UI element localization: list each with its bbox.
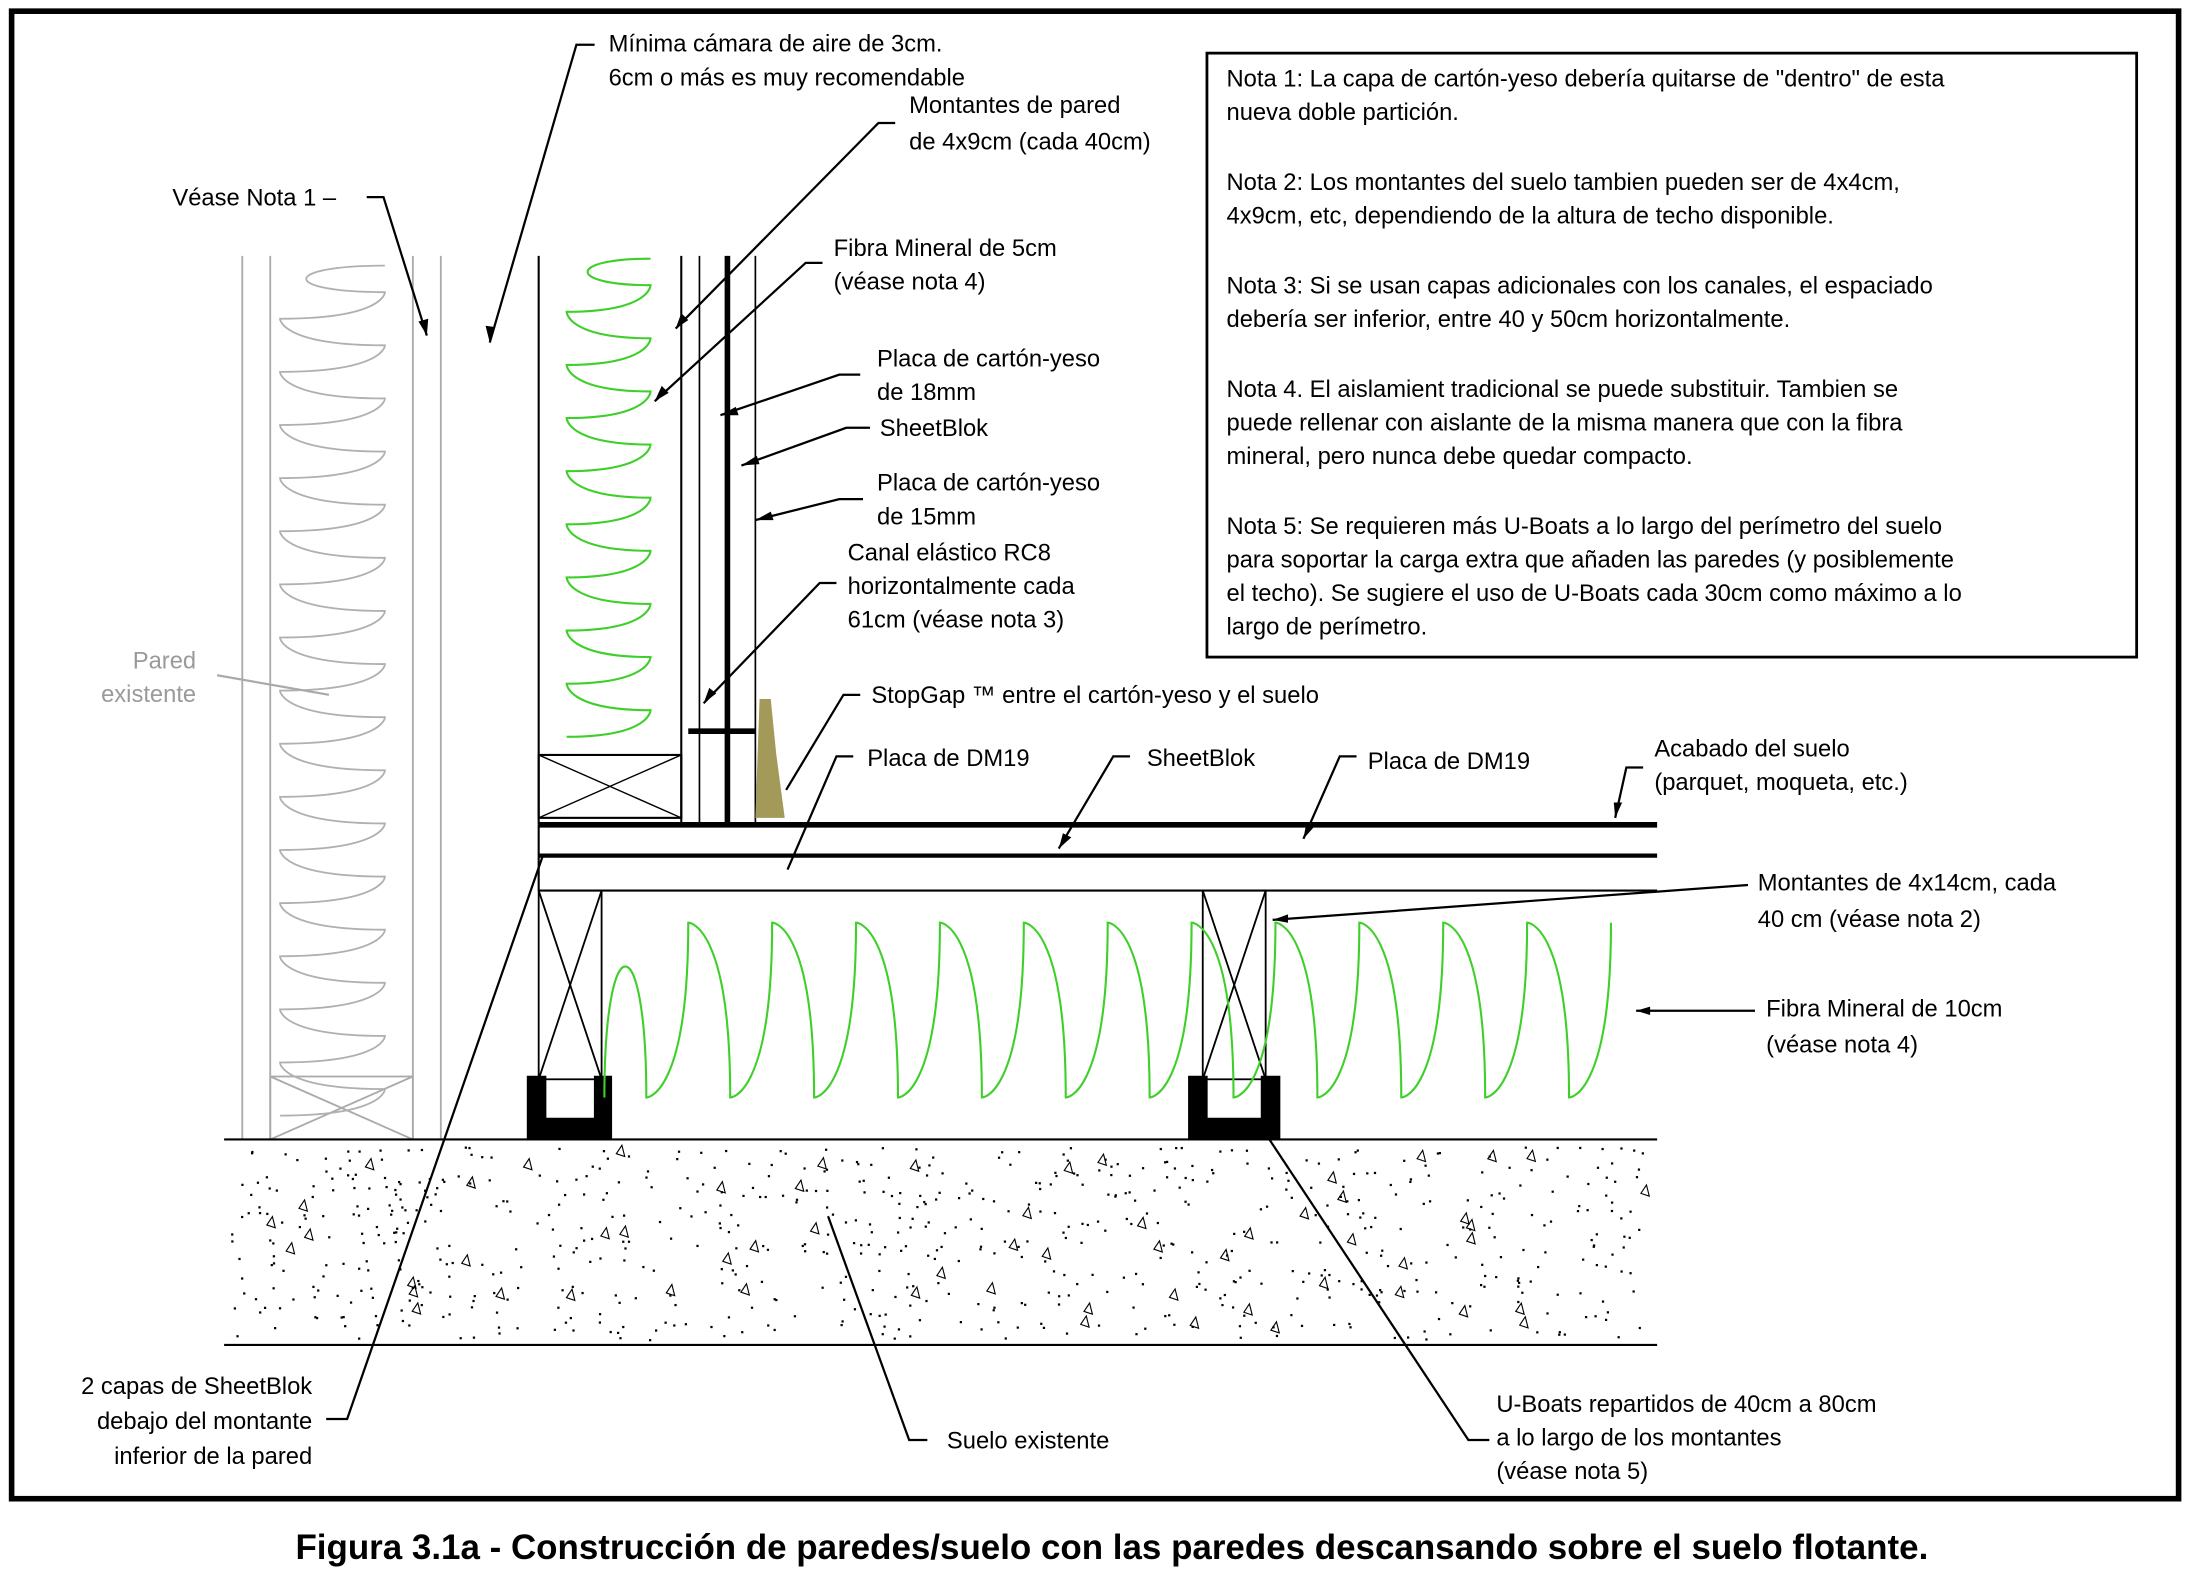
label-existing-wall: Pared (133, 647, 196, 674)
label-rc8: Canal elástico RC8 (848, 540, 1051, 567)
note-5: Nota 5: Se requieren más U-Boats a lo la… (1227, 513, 1962, 641)
floating-floor (526, 822, 1658, 1141)
label-sheetblok-2-layers: 2 capas de SheetBlok (81, 1373, 312, 1400)
note-1: Nota 1: La capa de cartón-yeso debería q… (1227, 66, 1946, 127)
note-2: Nota 2: Los montantes del suelo tambien … (1227, 169, 1900, 230)
existing-concrete-floor (224, 1138, 1658, 1346)
label-floor-joists: Montantes de 4x14cm, cada (1758, 870, 2057, 897)
label-floor-finish: Acabado del suelo (1654, 735, 1849, 762)
label-existing-floor: Suelo existente (947, 1427, 1109, 1454)
note-4: Nota 4. El aislamient tradicional se pue… (1227, 376, 1904, 470)
stopgap-sealant (755, 699, 785, 818)
new-wall (537, 255, 785, 825)
label-plaster-18: Placa de cartón-yeso (877, 345, 1100, 372)
figure-caption: Figura 3.1a - Construcción de paredes/su… (295, 1528, 1928, 1567)
notes-box: Nota 1: La capa de cartón-yeso debería q… (1205, 51, 2139, 659)
wall-mineral-fibre (565, 257, 652, 738)
label-plaster-15: Placa de cartón-yeso (877, 470, 1100, 497)
labels: Mínima cámara de aire de 3cm.6cm o más e… (81, 31, 2057, 1485)
label-dm19-b: Placa de DM19 (1368, 748, 1530, 775)
svg-text:Acabado del suelo(parquet, moq: Acabado del suelo(parquet, moqueta, etc.… (1654, 735, 1907, 796)
svg-text:Fibra Mineral de 5cm(véase not: Fibra Mineral de 5cm(véase nota 4) (834, 235, 1057, 296)
label-see-note1: Véase Nota 1 – (172, 185, 337, 212)
label-sheetblok-floor: SheetBlok (1147, 745, 1255, 772)
label-wall-studs: Montantes de pared (909, 92, 1120, 119)
note-3: Nota 3: Si se usan capas adicionales con… (1227, 273, 1933, 334)
floor-mineral-fibre (603, 921, 1613, 1099)
leader-lines (216, 43, 1755, 1442)
svg-text:Mínima cámara de aire de 3cm.6: Mínima cámara de aire de 3cm.6cm o más e… (609, 31, 965, 92)
label-sheetblok-wall: SheetBlok (880, 415, 988, 442)
label-mineral-5: Fibra Mineral de 5cm (834, 235, 1057, 262)
label-dm19-a: Placa de DM19 (867, 745, 1029, 772)
label-stopgap: StopGap ™ entre el cartón-yeso y el suel… (871, 682, 1319, 709)
label-uboats: U-Boats repartidos de 40cm a 80cm (1496, 1391, 1876, 1418)
leader-arrows (418, 313, 1651, 1015)
label-air-gap: Mínima cámara de aire de 3cm. (609, 31, 943, 58)
label-mineral-10: Fibra Mineral de 10cm (1766, 995, 2002, 1022)
svg-text:Fibra Mineral de 10cm(véase no: Fibra Mineral de 10cm(véase nota 4) (1766, 995, 2002, 1058)
